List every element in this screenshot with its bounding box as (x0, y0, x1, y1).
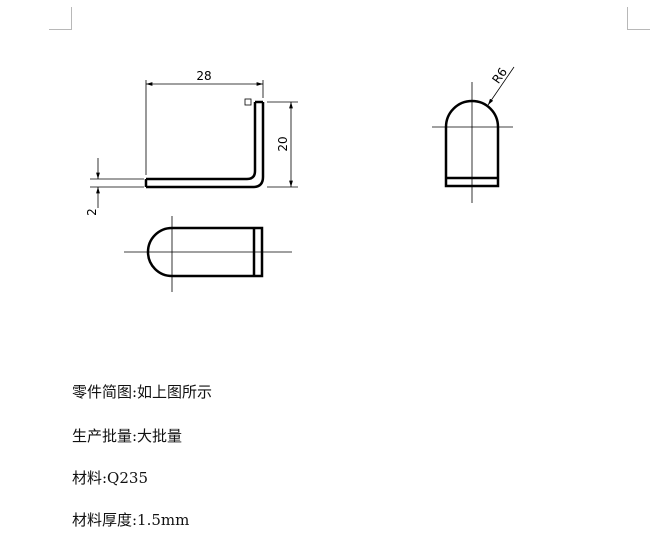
dimension-20: 20 (267, 101, 298, 188)
crop-mark-top-left (49, 7, 72, 30)
dimension-28-label: 28 (196, 69, 211, 83)
dimension-2: 2 (85, 158, 144, 216)
side-view: R6 (432, 65, 515, 203)
dimension-20-label: 20 (276, 136, 290, 151)
spec-material: 材料:Q235 (72, 469, 148, 487)
dimension-28: 28 (145, 69, 264, 175)
bracket-outer-edge (146, 102, 265, 189)
spec-part-sketch: 零件简图:如上图所示 (72, 383, 213, 401)
top-view-outline (146, 226, 264, 278)
dimension-2-label: 2 (85, 208, 99, 216)
radius-leader (487, 66, 515, 106)
top-view (124, 216, 292, 292)
dimension-r6-label: R6 (489, 65, 510, 86)
front-view (144, 98, 265, 189)
spec-material-thickness: 材料厚度:1.5mm (72, 511, 190, 529)
corner-marker (244, 98, 252, 106)
spec-production-batch: 生产批量:大批量 (72, 427, 183, 445)
crop-mark-top-right (627, 7, 650, 30)
bracket-inner-edge (146, 102, 257, 181)
side-view-outline (444, 99, 500, 188)
